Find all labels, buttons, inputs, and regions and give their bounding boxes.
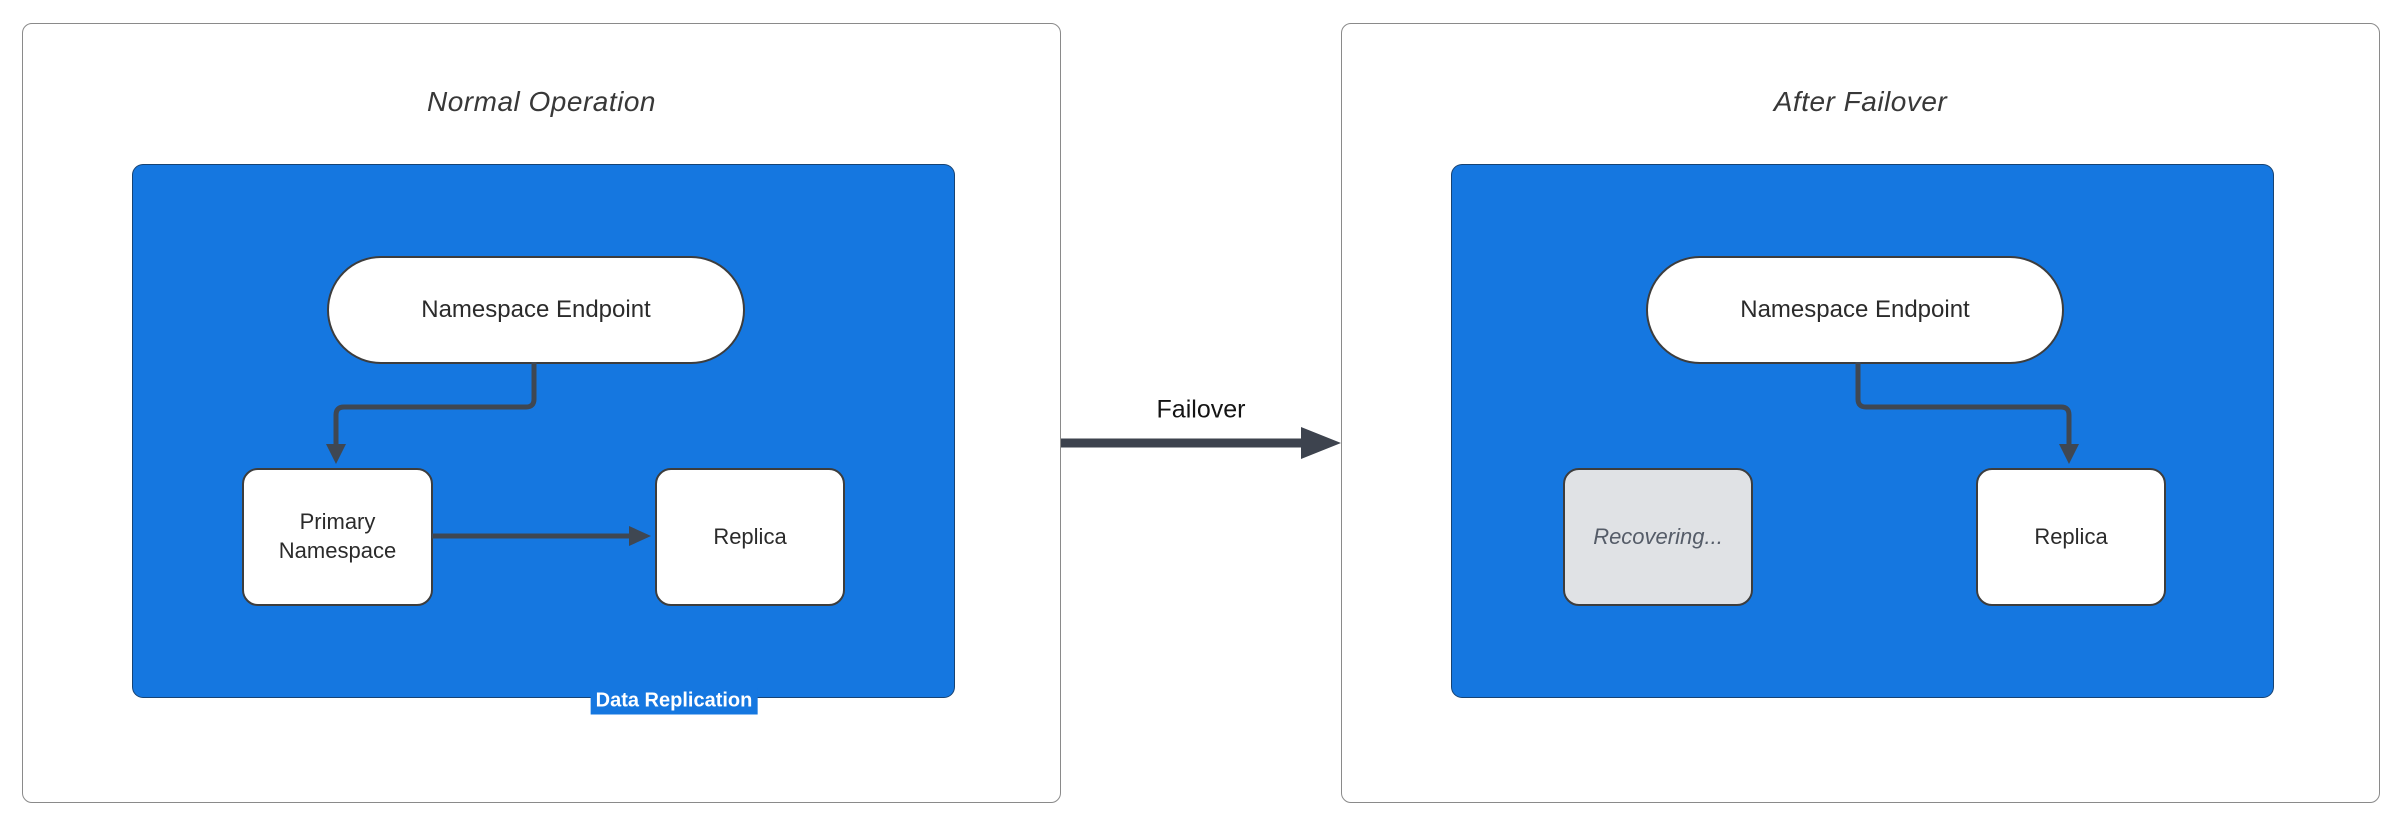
node-replica-left: Replica [655, 468, 845, 606]
arrowhead-failover [1301, 427, 1341, 459]
node-label-namespace-endpoint-left: Namespace Endpoint [421, 296, 651, 323]
node-label-primary-namespace: Primary Namespace [278, 509, 397, 563]
panel-title-after-failover: After Failover [1773, 86, 1948, 117]
panel-normal-operation: Normal Operation Namespace Endpoint Prim… [22, 23, 1061, 803]
edge-label-failover: Failover [1156, 395, 1246, 424]
node-label-replica-right: Replica [2034, 523, 2108, 549]
node-namespace-endpoint-right: Namespace Endpoint [1646, 256, 2064, 364]
node-namespace-endpoint-left: Namespace Endpoint [327, 256, 745, 364]
cluster-after-failover: Namespace Endpoint Recovering... Replica [1451, 164, 2274, 698]
node-recovering: Recovering... [1563, 468, 1753, 606]
node-label-recovering: Recovering... [1593, 523, 1723, 549]
cluster-normal-operation: Namespace Endpoint Primary Namespace Rep… [132, 164, 955, 715]
node-label-replica-left: Replica [713, 523, 787, 549]
panel-after-failover: After Failover Namespace Endpoint Recove… [1341, 23, 2380, 803]
panel-title-normal-operation: Normal Operation [427, 86, 656, 117]
edge-label-data-replication: Data Replication [590, 687, 758, 715]
node-primary-namespace: Primary Namespace [242, 468, 433, 606]
node-replica-right: Replica [1976, 468, 2166, 606]
node-label-namespace-endpoint-right: Namespace Endpoint [1740, 296, 1970, 323]
